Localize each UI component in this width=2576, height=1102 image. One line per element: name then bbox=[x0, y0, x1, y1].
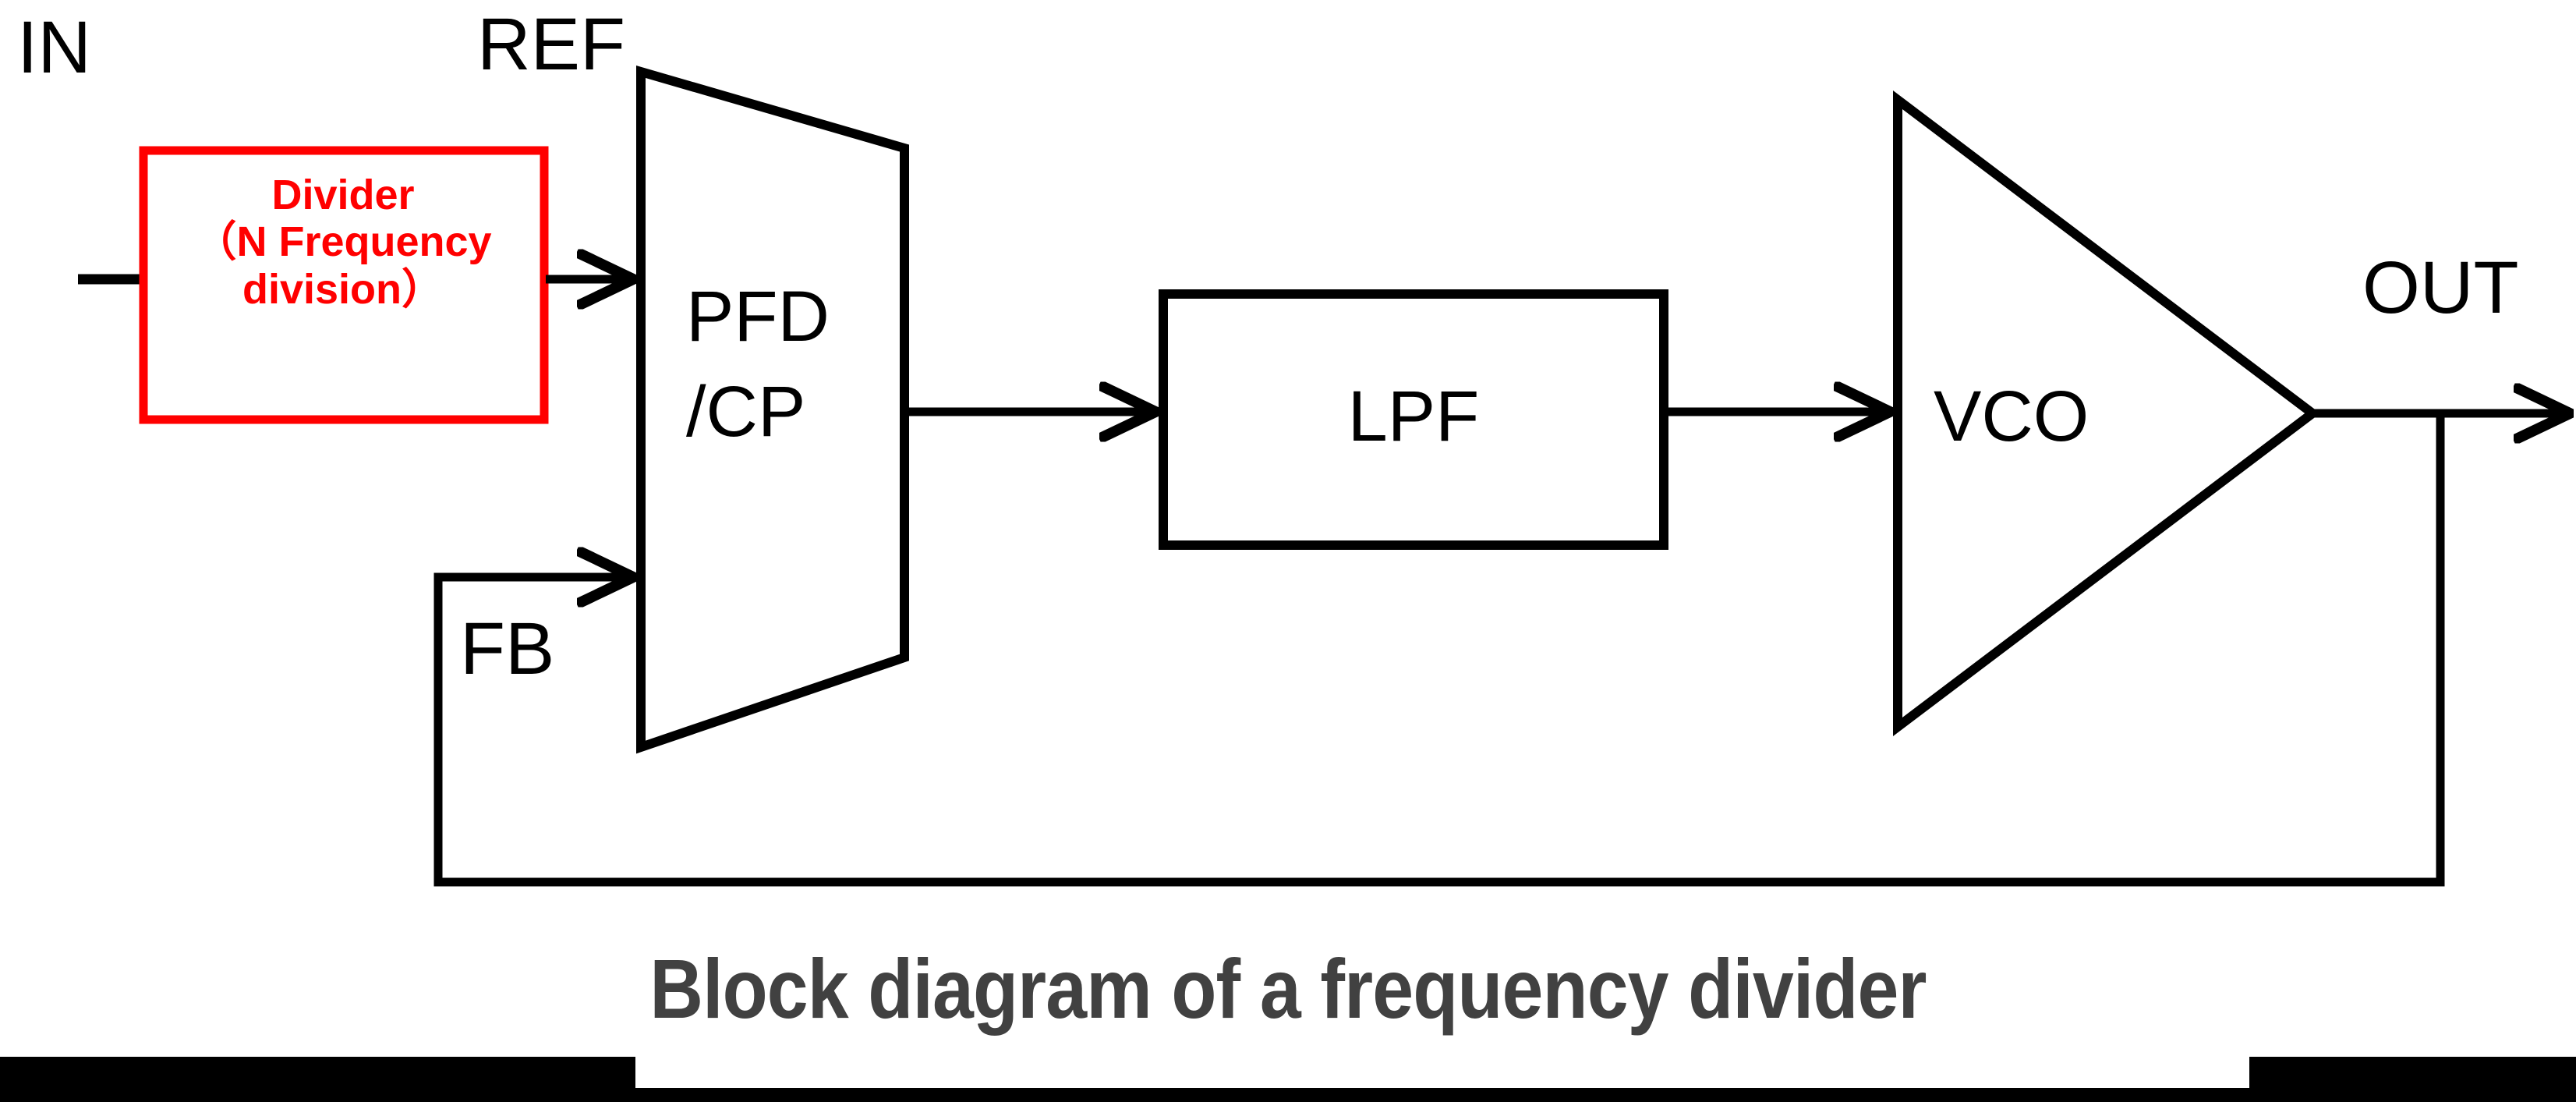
divider-block-label: Divider （N Frequency division） bbox=[140, 172, 546, 313]
divider-block-outline bbox=[139, 146, 549, 424]
pfd-block-outline bbox=[636, 66, 909, 754]
lpf-block-label: LPF bbox=[1347, 377, 1480, 456]
vco-block-label: VCO bbox=[1934, 377, 2089, 456]
divider-label-line-2: （N Frequency bbox=[194, 218, 492, 266]
vco-block-outline bbox=[1893, 90, 2320, 737]
port-label-in: IN bbox=[17, 6, 91, 89]
pfd-block-label-line-2: /CP bbox=[686, 372, 806, 452]
bottom-bar-strip bbox=[0, 1088, 2576, 1102]
lpf-block-outline bbox=[1159, 289, 1668, 550]
pfd-block-label-line-1: PFD bbox=[686, 277, 830, 356]
port-label-ref: REF bbox=[477, 3, 625, 86]
wire-feedback-loop bbox=[433, 413, 2445, 887]
divider-label-line-3: division） bbox=[242, 265, 444, 313]
divider-label-line-1: Divider bbox=[271, 172, 415, 218]
figure-caption: Block diagram of a frequency divider bbox=[649, 941, 1927, 1036]
port-label-fb: FB bbox=[460, 608, 555, 690]
port-label-out: OUT bbox=[2362, 246, 2519, 329]
